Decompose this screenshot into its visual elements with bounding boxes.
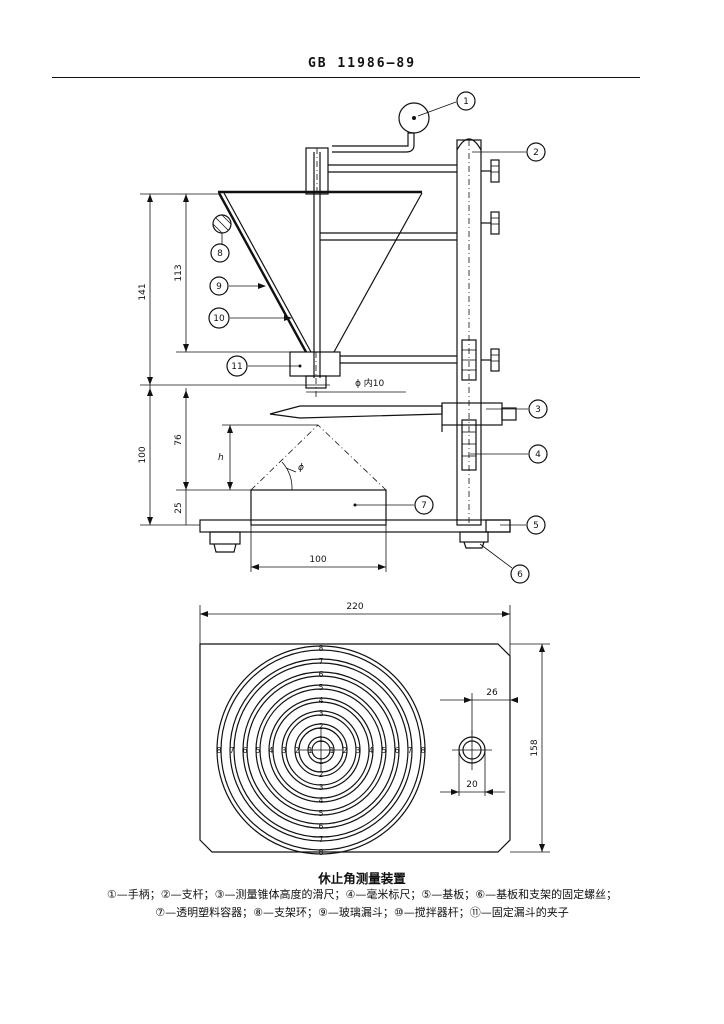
svg-text:10: 10 [213,314,225,324]
callout-9: 9 [209,276,266,296]
dim-25: 25 [174,502,184,513]
svg-text:7: 7 [421,501,427,511]
legend-line-1: ①—手柄；②—支杆；③—测量锥体高度的滑尺；④—毫米标尺；⑤—基板；⑥—基板和支… [106,888,618,901]
dim-phi: ϕ [298,463,304,473]
ring-6 [246,675,396,825]
callout-2: 2 [472,142,546,162]
ring-label: 1 [330,746,335,755]
svg-text:2: 2 [533,148,539,158]
ring-label: 6 [395,746,400,755]
ring-label: 3 [319,709,324,718]
ring-label: 5 [382,746,387,755]
svg-text:11: 11 [231,362,242,372]
dim-141: 141 [138,283,148,300]
ring-3 [281,710,361,790]
svg-text:3: 3 [535,405,541,415]
callout-6: 6 [479,543,530,584]
ring-label: 4 [369,746,374,755]
ring-8 [216,645,426,855]
ring-label: 2 [319,770,324,779]
callout-4: 4 [470,444,548,464]
ring-3 [285,714,357,786]
dim-100-vertical: 100 [138,446,148,463]
ring-label: 3 [282,746,287,755]
ring-label: 8 [421,746,426,755]
dim-hole-20: 20 [466,780,478,790]
ring-label: 4 [319,696,324,705]
ring-label: 7 [408,746,413,755]
ring-5 [259,688,383,812]
ring-label: 1 [308,746,313,755]
ring-8 [220,649,422,851]
callout-5: 5 [500,515,546,535]
svg-text:1: 1 [463,97,469,107]
ring-label: 8 [319,644,324,653]
powder-cone [250,424,387,491]
ring-label: 7 [230,746,235,755]
ring-6 [242,671,400,829]
ring-4 [268,697,374,803]
ring-4 [272,701,370,799]
callout-10: 10 [208,307,292,329]
svg-text:4: 4 [535,450,541,460]
ring-label: 2 [319,722,324,731]
dim-h: h [218,453,224,463]
column-screws [481,159,500,372]
header-rule [52,77,640,78]
callout-7: 7 [353,495,434,515]
plate-outline [199,643,511,853]
ring-label: 7 [319,835,324,844]
height-slider [269,405,443,419]
figure-caption: 休止角测量装置 [318,871,406,886]
transparent-container [250,489,387,526]
ring-label: 5 [319,683,324,692]
ring-label: 7 [319,657,324,666]
standard-header: GB 11986—89 [307,56,417,71]
svg-text:6: 6 [517,570,523,580]
ring-label: 5 [319,809,324,818]
ring-5 [255,684,387,816]
dim-base-100: 100 [309,555,326,565]
ring-label: 2 [295,746,300,755]
callout-3: 3 [486,399,548,419]
callout-1: 1 [417,91,476,117]
ring-label: 3 [356,746,361,755]
ring-label: 6 [319,670,324,679]
svg-text:5: 5 [533,521,539,531]
dim-plate-width: 220 [346,602,363,612]
ring-label: 4 [269,746,274,755]
dim-113: 113 [174,264,184,281]
funnel-right-wall [333,192,423,353]
ring-label: 8 [217,746,222,755]
ring-7 [229,658,413,842]
svg-text:8: 8 [217,249,223,259]
ring-label: 4 [319,796,324,805]
legend-line-2: ⑦—透明塑料容器；⑧—支架环；⑨—玻璃漏斗；⑩—搅拌器杆；⑪—固定漏斗的夹子 [155,906,569,919]
svg-text:9: 9 [216,282,222,292]
base-plate [199,519,511,533]
ring-label: 3 [319,783,324,792]
ring-label: 6 [319,822,324,831]
ring-2 [298,727,344,773]
dim-76: 76 [174,434,184,446]
ring-label: 5 [256,746,261,755]
callout-8: 8 [210,233,230,263]
apparatus-side-view: 141 113 ϕ 内10 100 76 25 h [138,91,548,584]
ring-label: 2 [343,746,348,755]
funnel-clamp [289,351,341,377]
ring-label: 6 [243,746,248,755]
funnel-left-wall [217,192,308,353]
dim-offset-26: 26 [486,688,498,698]
ring-label: 8 [319,848,324,857]
dim-outlet: ϕ 内10 [355,377,385,389]
ring-7 [233,662,409,838]
callout-11: 11 [226,355,302,377]
ring-2 [294,723,348,777]
dim-plate-height: 158 [530,739,540,756]
